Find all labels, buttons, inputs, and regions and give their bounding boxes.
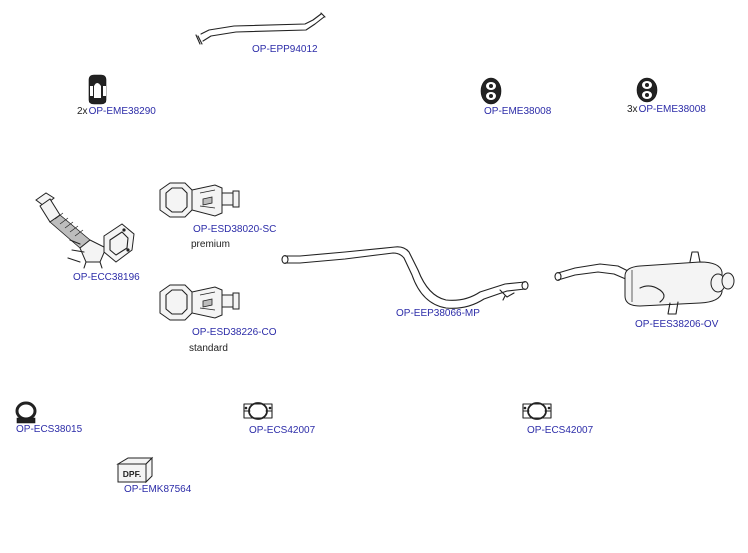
part-code: OP-EMK87564	[124, 484, 192, 495]
dpf-box-icon[interactable]: DPF.	[116, 456, 154, 484]
part-label-epp94012[interactable]: OP-EPP94012	[252, 44, 318, 56]
part-quantity: 3x	[627, 104, 638, 115]
clamp-icon[interactable]	[15, 401, 37, 424]
double-clamp-icon[interactable]	[243, 402, 273, 420]
part-code: OP-EME38008	[638, 104, 706, 115]
flex-pipe-icon[interactable]	[195, 12, 326, 45]
part-label-eme38008[interactable]: OP-EME38008	[484, 106, 551, 118]
part-label-emk87564[interactable]: OP-EMK87564	[124, 484, 191, 496]
part-code: OP-ECS42007	[527, 425, 594, 436]
part-code: OP-ECC38196	[73, 272, 140, 283]
part-code: OP-EPP94012	[252, 44, 318, 55]
middle-pipe-icon[interactable]	[281, 246, 529, 309]
part-label-ecs38015[interactable]: OP-ECS38015	[16, 424, 82, 436]
part-code: OP-ESD38020-SC	[193, 224, 277, 235]
part-label-esd38020[interactable]: OP-ESD38020-SC	[193, 224, 276, 236]
part-code: OP-ECS38015	[16, 424, 83, 435]
part-code: OP-EEP38066-MP	[396, 308, 480, 319]
rubber-mount-icon[interactable]	[88, 74, 107, 105]
part-label-eep38066[interactable]: OP-EEP38066-MP	[396, 308, 480, 320]
part-label-eme38290[interactable]: 2xOP-EME38290	[77, 106, 156, 118]
dpf-filter-icon[interactable]	[159, 284, 240, 321]
part-code: OP-ECS42007	[249, 425, 316, 436]
double-clamp-icon[interactable]	[522, 402, 552, 420]
variant-note-premium: premium	[191, 239, 230, 250]
part-label-eme38008-3x[interactable]: 3xOP-EME38008	[627, 104, 706, 116]
part-code: OP-EME38290	[88, 106, 156, 117]
part-label-ecs42007[interactable]: OP-ECS42007	[249, 425, 315, 437]
part-label-ecc38196[interactable]: OP-ECC38196	[73, 272, 140, 284]
part-label-esd38226[interactable]: OP-ESD38226-CO	[192, 327, 276, 339]
part-code: OP-ESD38226-CO	[192, 327, 277, 338]
catalytic-converter-icon[interactable]	[35, 192, 135, 269]
rubber-hanger-icon[interactable]	[480, 77, 502, 105]
dpf-badge: DPF.	[123, 469, 141, 479]
rear-silencer-icon[interactable]	[554, 251, 735, 315]
part-label-ecs42007-b[interactable]: OP-ECS42007	[527, 425, 593, 437]
part-code: OP-EES38206-OV	[635, 319, 719, 330]
dpf-filter-icon[interactable]	[159, 182, 240, 218]
part-code: OP-EME38008	[484, 106, 552, 117]
part-label-ees38206[interactable]: OP-EES38206-OV	[635, 319, 718, 331]
rubber-hanger-icon[interactable]	[636, 77, 658, 103]
variant-note-standard: standard	[189, 343, 228, 354]
part-quantity: 2x	[77, 106, 88, 117]
